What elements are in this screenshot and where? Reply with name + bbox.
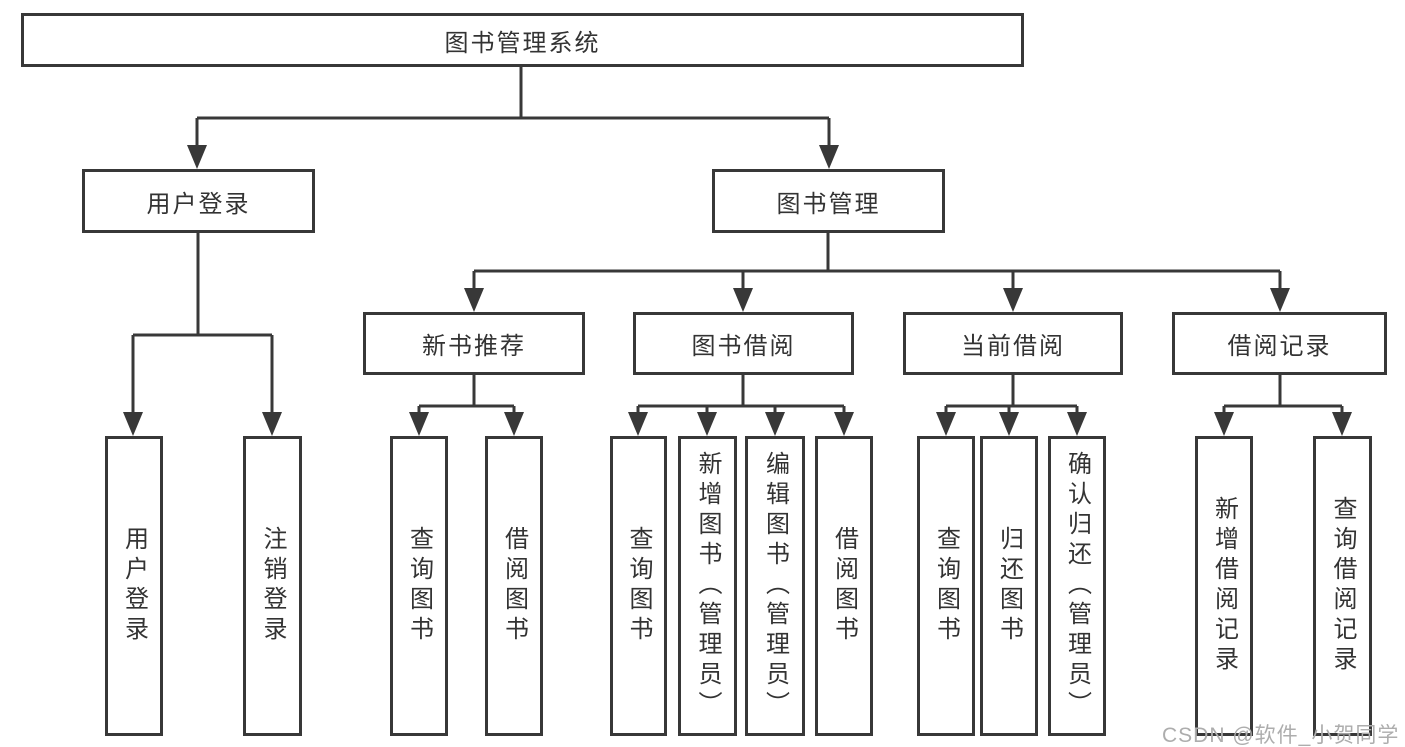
- leaf-add-borrow-record: 新增借阅记录: [1195, 436, 1253, 736]
- leaf-logout: 注销登录: [243, 436, 302, 736]
- arrowhead-bb2: [697, 412, 717, 436]
- node-user-login-branch: 用户登录: [82, 169, 315, 233]
- arrowhead-nr1: [409, 412, 429, 436]
- node-borrowing-records: 借阅记录: [1172, 312, 1387, 375]
- arrowhead-user-login: [187, 145, 207, 169]
- node-current-borrowing: 当前借阅: [903, 312, 1123, 375]
- arrowhead-bb1: [628, 412, 648, 436]
- arrowhead-cb1: [936, 412, 956, 436]
- leaf-query-borrow-record: 查询借阅记录: [1313, 436, 1372, 736]
- arrowhead-borrowing: [733, 288, 753, 312]
- arrowhead-current: [1003, 288, 1023, 312]
- arrowhead-cb3: [1067, 412, 1087, 436]
- leaf-add-books-admin: 新增图书（管理员）: [678, 436, 737, 736]
- leaf-query-books-recommend: 查询图书: [390, 436, 448, 736]
- arrowhead-nr2: [504, 412, 524, 436]
- leaf-borrow-books: 借阅图书: [815, 436, 873, 736]
- leaf-query-books-borrowing: 查询图书: [610, 436, 667, 736]
- leaf-borrow-books-recommend: 借阅图书: [485, 436, 543, 736]
- node-root-system: 图书管理系统: [21, 13, 1024, 67]
- arrowhead-bb4: [834, 412, 854, 436]
- arrowhead-records: [1270, 288, 1290, 312]
- arrowhead-new-rec: [464, 288, 484, 312]
- node-book-borrowing: 图书借阅: [633, 312, 854, 375]
- arrowhead-logout: [262, 412, 282, 436]
- arrowhead-bb3: [765, 412, 785, 436]
- arrowhead-br2: [1332, 412, 1352, 436]
- arrowheads: [123, 145, 1352, 436]
- node-new-book-recommend: 新书推荐: [363, 312, 585, 375]
- leaf-return-books: 归还图书: [980, 436, 1038, 736]
- arrowhead-login: [123, 412, 143, 436]
- arrowhead-cb2: [999, 412, 1019, 436]
- leaf-confirm-return-admin: 确认归还（管理员）: [1048, 436, 1106, 736]
- node-book-management-branch: 图书管理: [712, 169, 945, 233]
- csdn-watermark: CSDN @软件_小贺同学: [1162, 724, 1400, 747]
- leaf-query-books-current: 查询图书: [917, 436, 975, 736]
- arrowhead-br1: [1214, 412, 1234, 436]
- arrowhead-book-mgmt: [819, 145, 839, 169]
- leaf-edit-books-admin: 编辑图书（管理员）: [745, 436, 805, 736]
- leaf-user-login: 用户登录: [105, 436, 163, 736]
